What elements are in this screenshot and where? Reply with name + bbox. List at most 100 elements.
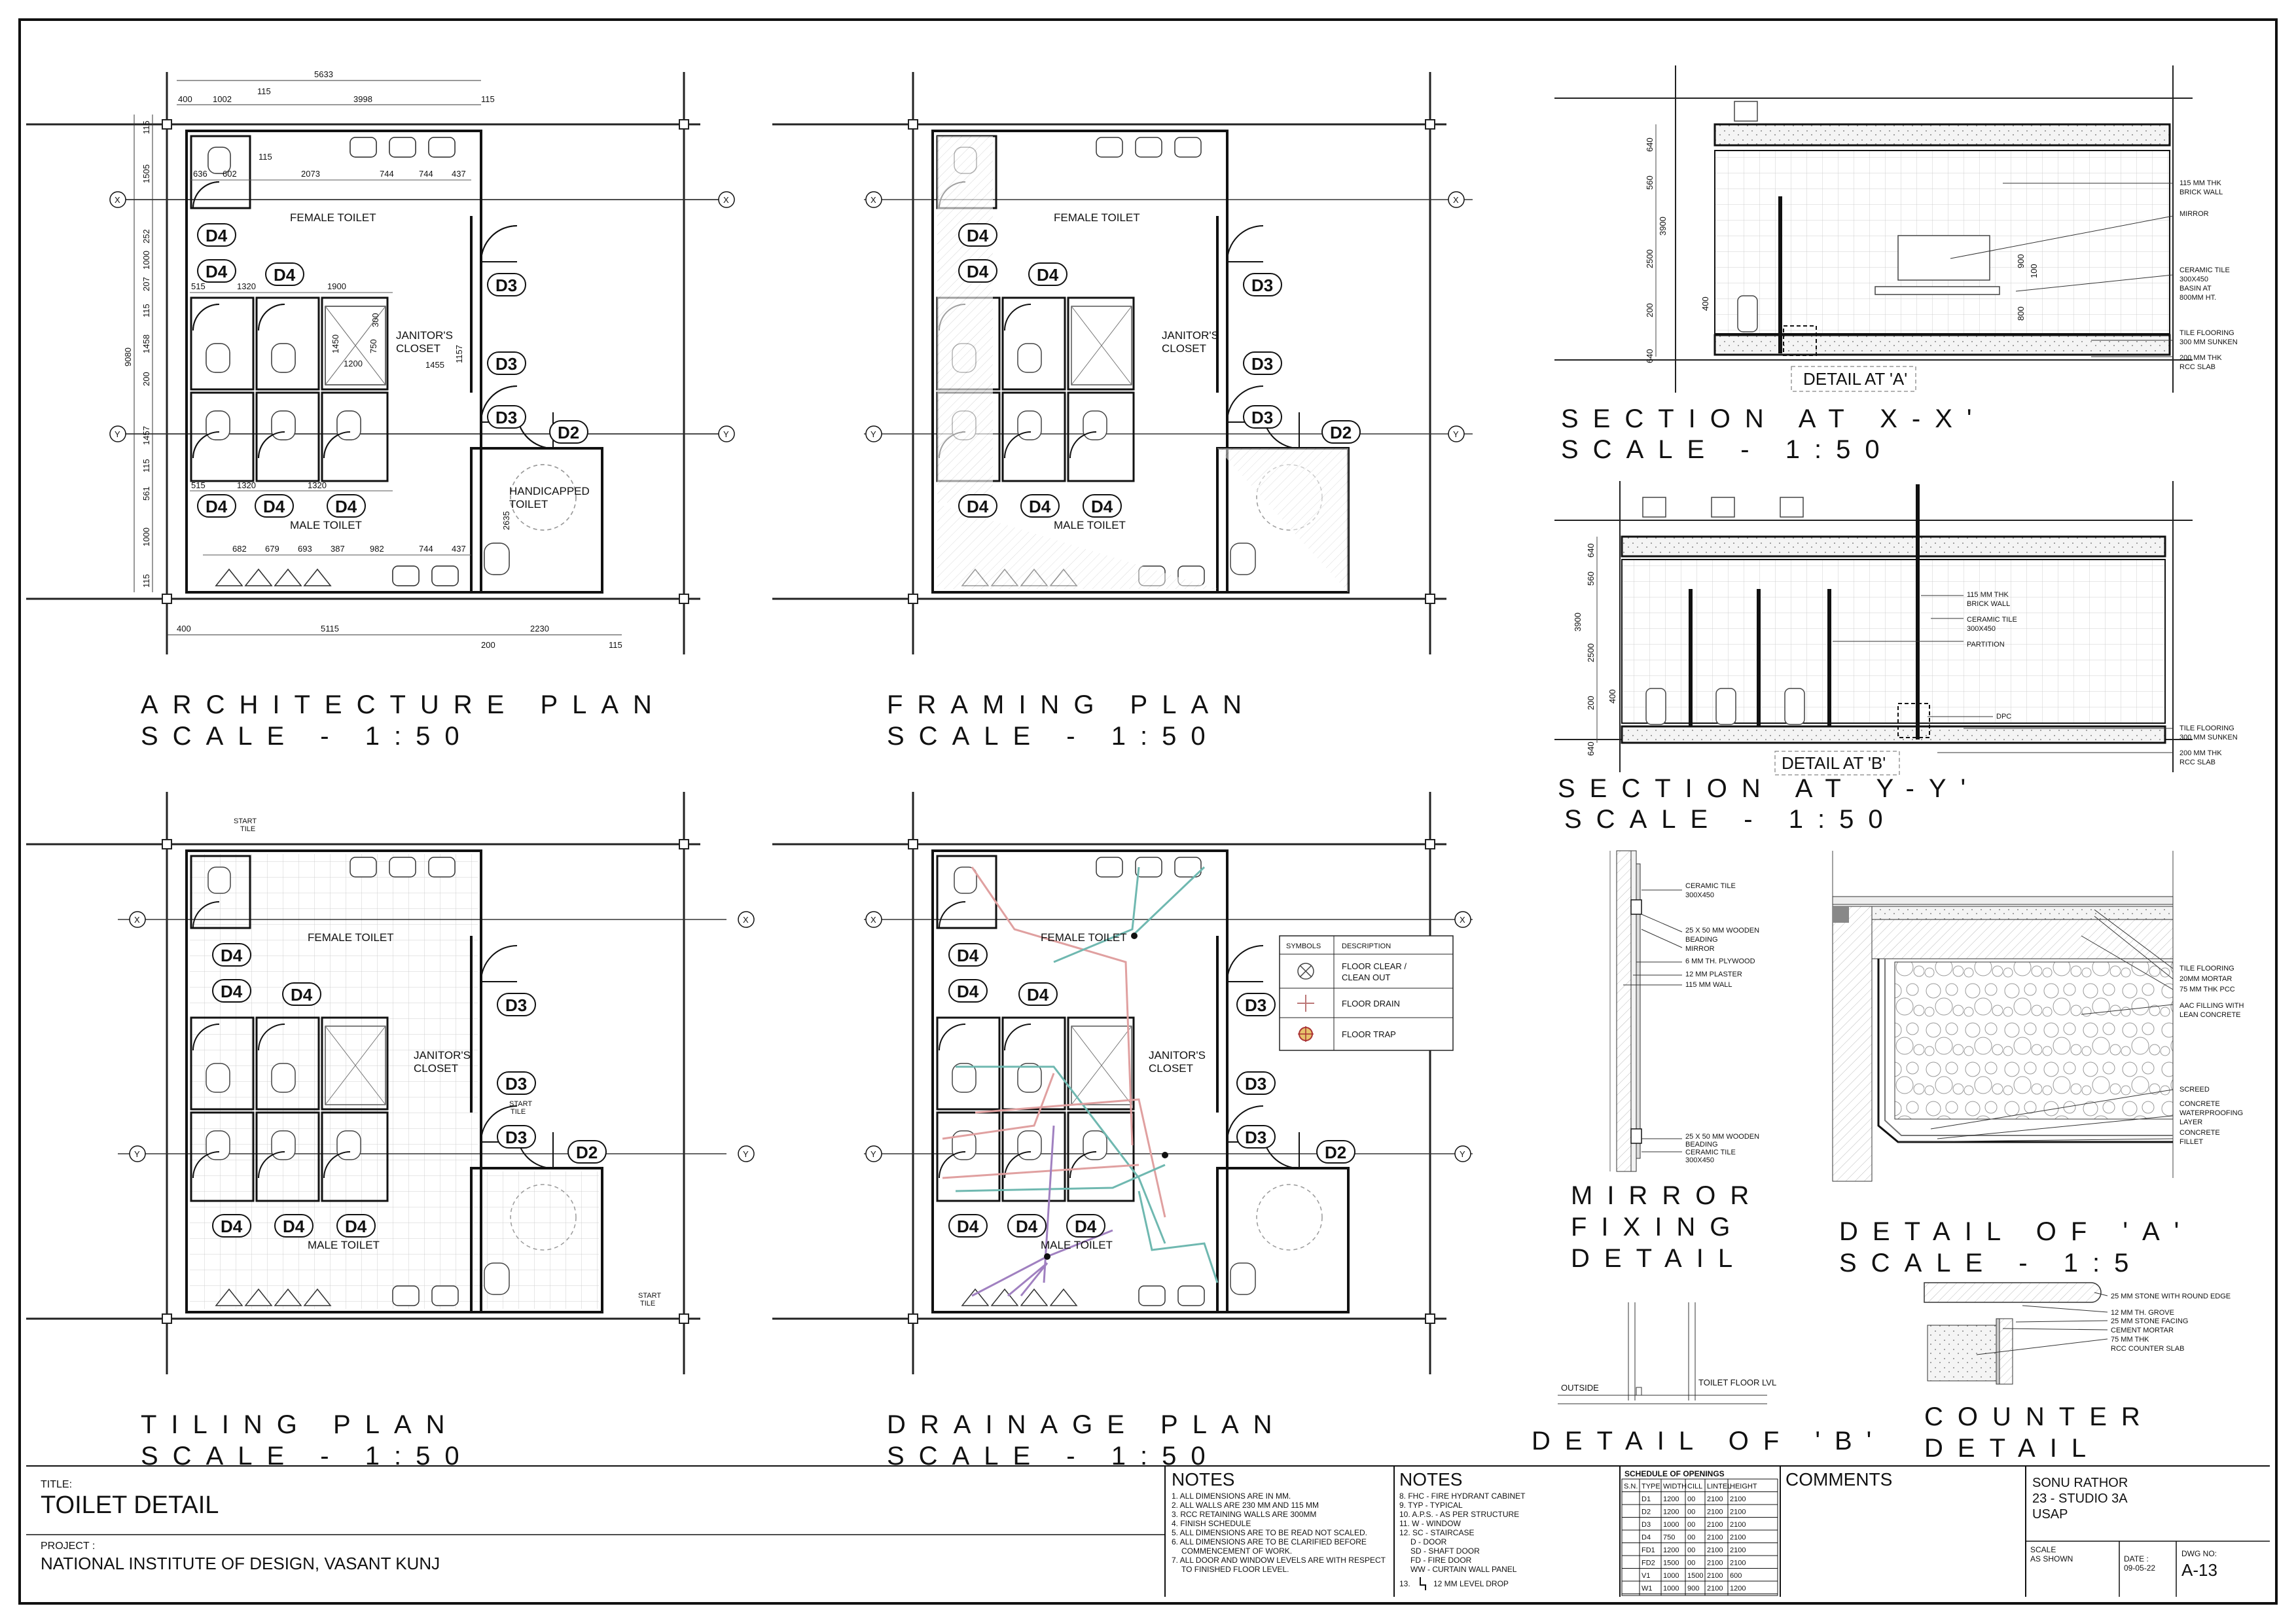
legend-header-symbols: SYMBOLS <box>1286 942 1321 950</box>
door-tag-d4: D4 <box>1037 265 1059 285</box>
door-tag-d4: D4 <box>1016 1217 1038 1236</box>
label-beading-b: BEADING <box>1685 1141 1718 1149</box>
tiling-plan: X X Y Y START TILE START TILE START TILE… <box>25 791 755 1471</box>
label-layer: LAYER <box>2179 1118 2202 1126</box>
detail-b-callout: DETAIL AT 'B' <box>1782 753 1886 773</box>
title-label: TITLE: <box>41 1479 72 1490</box>
section-y-scale: SCALE - 1:50 <box>1564 805 1897 834</box>
door-tag-d4: D4 <box>967 262 989 281</box>
dim-1200: 1200 <box>344 359 363 368</box>
dim-400: 400 <box>178 94 192 104</box>
door-tag-d2: D2 <box>558 423 579 442</box>
schedule-cell: 2100 <box>1730 1508 1746 1516</box>
room-female-toilet: FEMALE TOILET <box>1054 211 1140 224</box>
dim-115-c: 115 <box>259 152 272 162</box>
label-screed: SCREED <box>2179 1086 2210 1094</box>
schedule-cell: 1500 <box>1663 1560 1679 1567</box>
door-tag-d4: D4 <box>291 985 313 1005</box>
door-tag-d3: D3 <box>1245 1128 1266 1147</box>
dim-900: 900 <box>2016 254 2026 268</box>
dim-v252: 252 <box>141 229 151 243</box>
note-6-cont: COMMENCEMENT OF WORK. <box>1181 1546 1292 1556</box>
grid-x-left: X <box>115 195 120 205</box>
schedule-cell: 2100 <box>1707 1508 1723 1516</box>
dim-v200: 200 <box>141 372 151 386</box>
scale-value: AS SHOWN <box>2030 1554 2073 1563</box>
sheet-border <box>18 18 2278 1605</box>
dim-300: 300 <box>370 313 380 327</box>
dim-437: 437 <box>452 169 466 179</box>
dim-800: 800 <box>2016 306 2026 321</box>
start-tile-label: START <box>638 1292 661 1300</box>
door-tag-d3: D3 <box>1245 995 1266 1015</box>
dim-v1000: 1000 <box>141 251 151 270</box>
room-female-toilet: FEMALE TOILET <box>1041 931 1127 944</box>
dim-5115: 5115 <box>321 624 339 633</box>
label-wall: 115 MM THK <box>1967 591 2009 599</box>
label-tile-size: 300X450 <box>1967 625 1996 633</box>
note-8: 8. FHC - FIRE HYDRANT CABINET <box>1399 1491 1526 1501</box>
title-block: TITLE: TOILET DETAIL PROJECT : NATIONAL … <box>26 1465 2270 1597</box>
note-4: 4. FINISH SCHEDULE <box>1172 1519 1251 1528</box>
label-wall: 115 MM THK <box>2179 179 2221 187</box>
start-tile-label: TILE <box>511 1108 526 1116</box>
floor-clear-icon <box>1297 963 1314 980</box>
schedule-cell: 00 <box>1687 1521 1695 1529</box>
dim-v1457: 1457 <box>141 426 151 445</box>
door-tag-d4: D4 <box>967 226 989 245</box>
dim-v1000-b: 1000 <box>141 527 151 546</box>
schedule-header-cell: CILL <box>1687 1483 1702 1491</box>
label-fillet: FILLET <box>2179 1138 2203 1146</box>
author-name: SONU RATHOR <box>2032 1476 2128 1490</box>
dim-1455: 1455 <box>425 360 444 370</box>
schedule-cell: 00 <box>1687 1508 1695 1516</box>
schedule-cell: 2100 <box>1707 1521 1723 1529</box>
schedule-cell: 1200 <box>1663 1508 1679 1516</box>
label-slab: 200 MM THK <box>2179 354 2222 362</box>
schedule-cell: 00 <box>1687 1560 1695 1567</box>
schedule-cell: FD2 <box>1641 1560 1655 1567</box>
door-tag-d3: D3 <box>495 354 517 374</box>
label-tile-flooring: TILE FLOORING <box>2179 329 2234 337</box>
grid-x-left: X <box>870 195 876 205</box>
dim-400: 400 <box>1700 296 1710 311</box>
door-tag-d4: D4 <box>1029 497 1051 516</box>
label-cement-mortar: CEMENT MORTAR <box>2111 1327 2174 1334</box>
note-12-door: D - DOOR <box>1410 1537 1447 1546</box>
label-tile-flooring: TILE FLOORING <box>2179 724 2234 732</box>
schedule-cell: 1500 <box>1687 1572 1703 1580</box>
room-janitor-closet: CLOSET <box>414 1062 458 1075</box>
label-sunken: 300 MM SUNKEN <box>2179 338 2238 346</box>
dim-679: 679 <box>265 544 279 554</box>
dim-750: 750 <box>368 339 378 353</box>
dim-115: 115 <box>257 86 271 96</box>
grid-y-right: Y <box>723 429 729 439</box>
room-janitor-closet: CLOSET <box>396 342 440 355</box>
door-tag-d3: D3 <box>505 1074 527 1094</box>
dim-v561: 561 <box>141 486 151 501</box>
grid-x-right: X <box>723 195 729 205</box>
dim-744: 744 <box>380 169 394 179</box>
note-12-curtain-wall: WW - CURTAIN WALL PANEL <box>1410 1565 1517 1574</box>
detail-a-callout: DETAIL AT 'A' <box>1803 369 1907 389</box>
dim-v115: 115 <box>141 120 151 134</box>
dim-560: 560 <box>1645 175 1655 190</box>
schedule-cell: D3 <box>1641 1521 1651 1529</box>
grid-x-right: X <box>743 915 749 925</box>
label-toilet-floor-level: TOILET FLOOR LVL <box>1698 1378 1776 1387</box>
grid-x-left: X <box>870 915 876 925</box>
label-brick-wall: BRICK WALL <box>1967 600 2010 608</box>
date-label: DATE : <box>2124 1554 2149 1563</box>
dim-115-b: 115 <box>481 94 495 104</box>
schedule-cell: 1000 <box>1663 1572 1679 1580</box>
door-tag-d4: D4 <box>1075 1217 1097 1236</box>
label-wooden-beading: 25 X 50 MM WOODEN <box>1685 927 1759 935</box>
dim-1320: 1320 <box>237 281 256 291</box>
notes-heading: NOTES <box>1172 1469 1234 1489</box>
label-waterproofing: WATERPROOFING <box>2179 1109 2243 1117</box>
label-beading: BEADING <box>1685 936 1718 944</box>
framing-plan-scale: SCALE - 1:50 <box>887 722 1220 751</box>
school-name: USAP <box>2032 1507 2068 1522</box>
label-mortar: 20MM MORTAR <box>2179 975 2232 983</box>
